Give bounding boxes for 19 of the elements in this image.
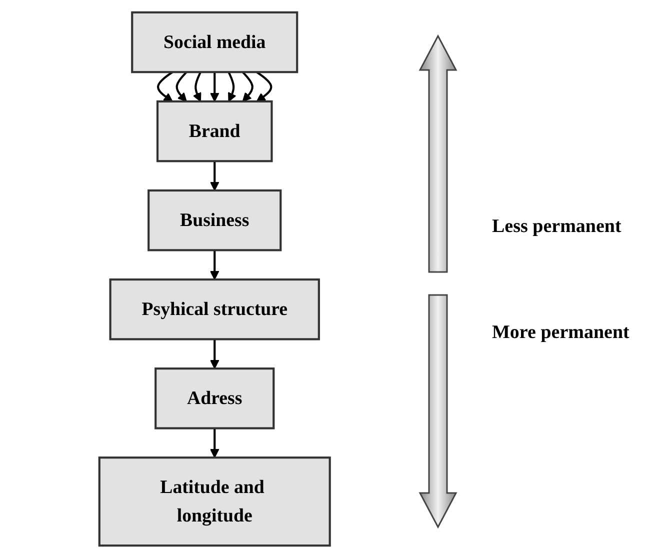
arrow — [242, 71, 254, 102]
arrow — [210, 428, 220, 458]
side-label: More permanent — [492, 322, 630, 344]
arrow — [210, 250, 220, 280]
side-label: Less permanent — [492, 216, 622, 238]
arrow — [193, 72, 202, 102]
arrow — [228, 72, 237, 102]
arrow — [210, 339, 220, 369]
arrow — [210, 72, 220, 102]
node-box: Brand — [156, 100, 274, 162]
node-box: Social media — [131, 11, 299, 74]
arrow — [157, 71, 174, 102]
arrow — [210, 161, 220, 191]
node-box: Business — [148, 189, 282, 252]
arrow — [176, 71, 188, 102]
node-box: Latitude and longitude — [98, 456, 332, 547]
arrow — [256, 71, 273, 102]
node-box: Adress — [154, 368, 276, 430]
node-box: Psyhical structure — [110, 278, 320, 340]
